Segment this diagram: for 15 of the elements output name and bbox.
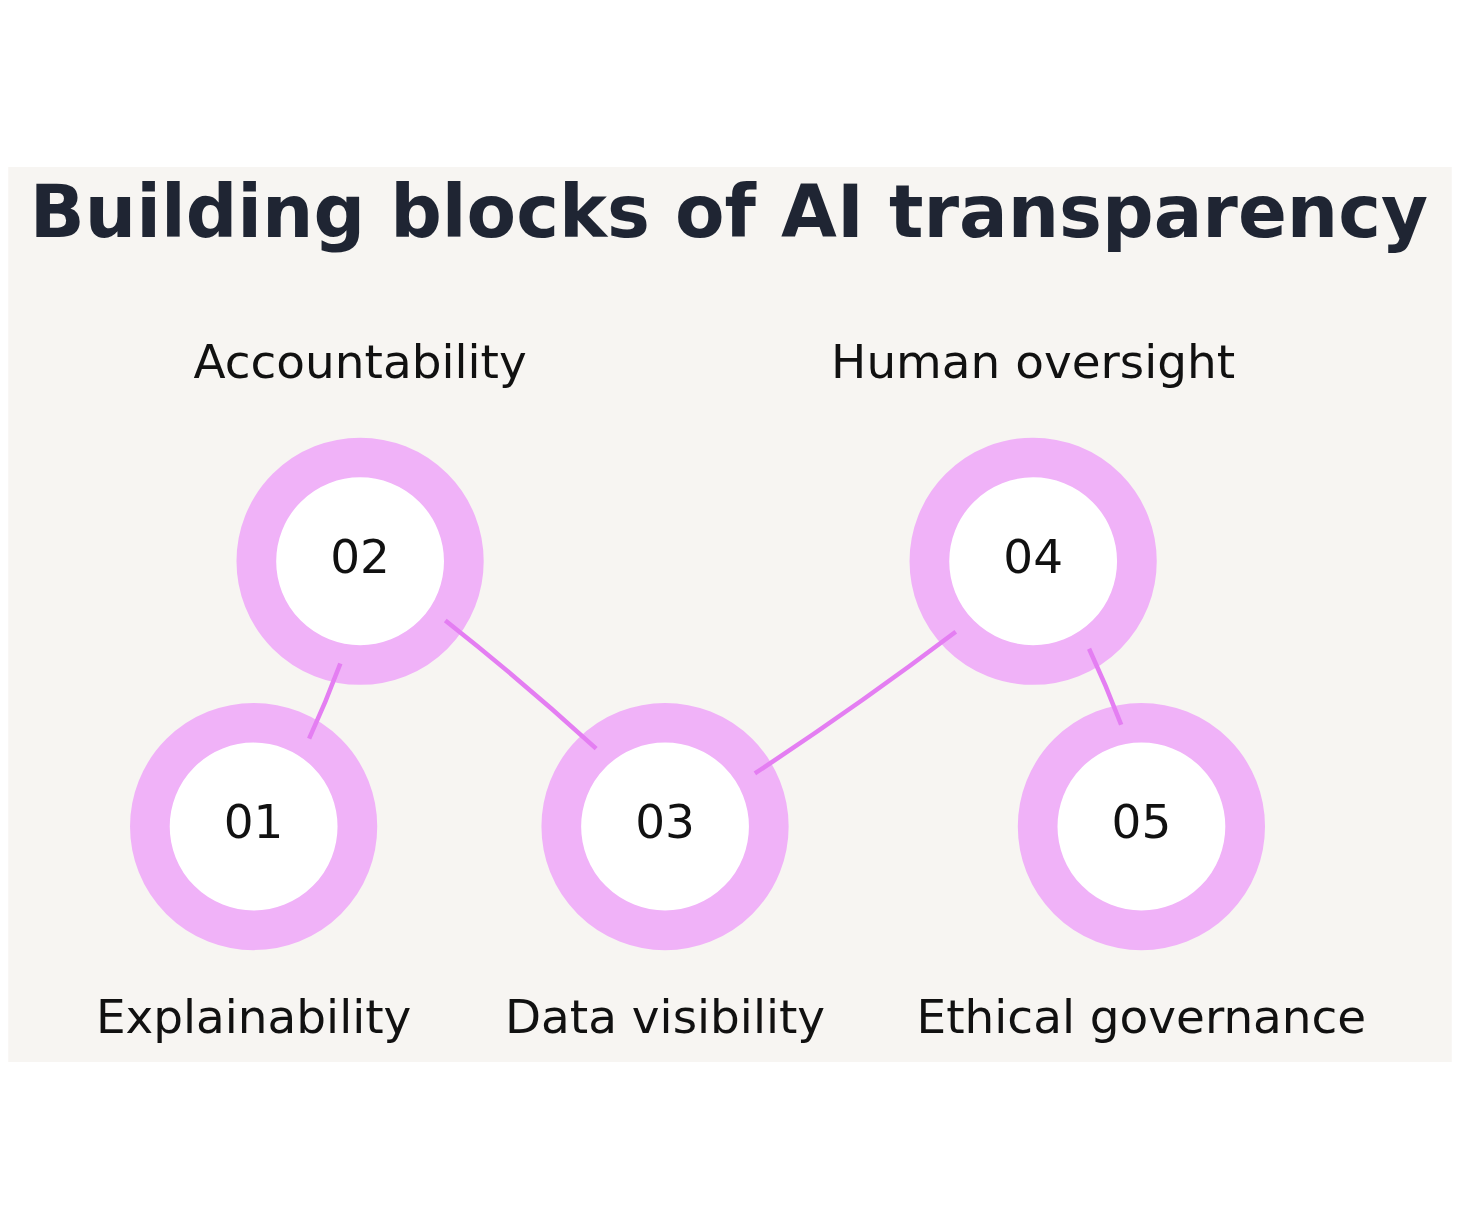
node-circle: 03 — [541, 702, 789, 950]
diagram-title: Building blocks of AI transparency — [29, 169, 1429, 254]
connector — [443, 618, 598, 750]
node-label: Explainability — [95, 988, 412, 1044]
node-label: Data visibility — [504, 988, 826, 1044]
connector — [1087, 647, 1124, 726]
node-circle: 01 — [130, 702, 378, 950]
node-label: Accountability — [193, 333, 527, 389]
node-label: Ethical governance — [916, 988, 1367, 1044]
node-circle: 02 — [236, 437, 484, 685]
node-label: Human oversight — [831, 333, 1236, 389]
connector — [753, 629, 958, 775]
node-circle: 05 — [1017, 702, 1265, 950]
connector — [307, 662, 343, 740]
node-circle: 04 — [909, 437, 1157, 685]
